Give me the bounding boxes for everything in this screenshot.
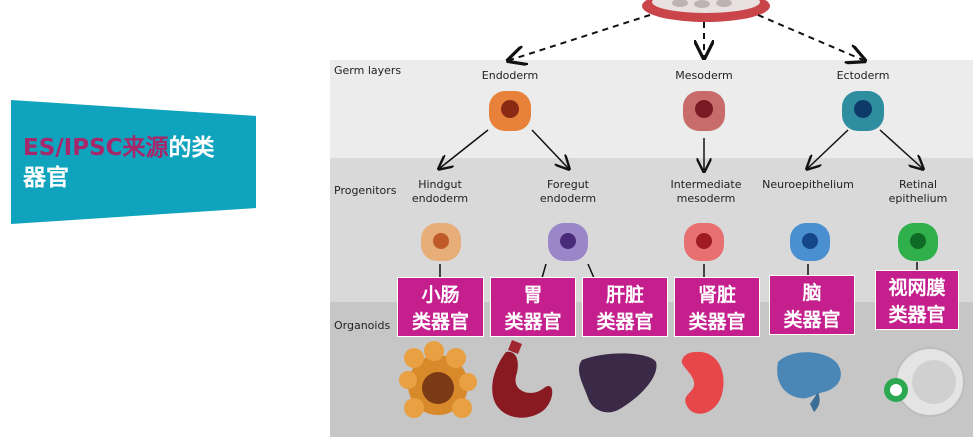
germ-layer-label-ectoderm: Ectoderm [836,69,890,82]
culture-dish-icon [642,0,770,22]
solid-arrows [440,129,922,279]
progenitor-label-line2: mesoderm [676,192,736,205]
organoid-label-line1: 肾脏 [697,284,736,306]
title-banner: ES/IPSC来源的类 器官 [11,100,256,224]
row-label-germ-layers: Germ layers [334,64,402,77]
banner-title: ES/IPSC来源的类 器官 [23,133,215,193]
organoid-label-retina: 视网膜 类器官 [875,270,959,330]
progenitor-label-line1: Retinal [898,178,938,191]
progenitor-label-retinal-epithelium: Retinal epithelium [889,178,948,206]
arrows-layer [399,0,965,418]
organoid-label-brain: 脑 类器官 [769,275,855,335]
row-label-progenitors: Progenitors [334,184,397,197]
progenitor-label-hindgut: Hindgut endoderm [412,178,468,206]
ectoderm-cell-icon [842,91,884,131]
dashed-arrows [510,14,863,60]
kidney-icon [681,351,724,414]
mesoderm-cell-icon [683,91,725,131]
germ-layer-label-mesoderm: Mesoderm [675,69,733,82]
organoid-label-line2: 类器官 [688,311,746,333]
progenitor-label-line2: endoderm [539,192,597,205]
organoid-label-liver: 肝脏 类器官 [582,277,668,337]
organoid-label-intestine: 小肠 类器官 [397,277,484,337]
foregut-cell-icon [548,223,588,261]
organoid-label-line1: 小肠 [421,284,460,306]
progenitor-label-line2: epithelium [888,192,948,205]
organoid-label-stomach: 胃 类器官 [490,277,576,337]
hindgut-cell-icon [421,223,461,261]
banner-title-accent: ES/IPSC来源 [23,135,169,161]
row-label-organoids: Organoids [334,319,391,332]
progenitor-label-foregut: Foregut endoderm [540,178,596,206]
organoid-label-line1: 脑 [802,282,822,304]
organoid-label-line1: 胃 [523,284,543,306]
organoid-label-line1: 视网膜 [888,277,946,299]
organoid-label-line2: 类器官 [504,311,562,333]
banner-title-rest: 的类 [168,135,215,161]
progenitor-label-neuroepithelium: Neuroepithelium [762,178,854,192]
stomach-icon [492,340,553,418]
neuroepithelium-cell-icon [790,223,830,261]
progenitor-label-line1: Foregut [547,178,589,191]
differentiation-diagram: Germ layers Progenitors Organoids [330,0,973,437]
organoid-label-line2: 类器官 [596,311,654,333]
organoid-label-line2: 类器官 [888,304,946,326]
progenitor-label-line1: Intermediate [670,178,742,191]
germ-layer-label-endoderm: Endoderm [481,69,539,82]
intestine-icon [399,341,477,418]
progenitor-label-intermediate-mesoderm: Intermediate mesoderm [671,178,742,206]
organoid-label-line1: 肝脏 [605,284,644,306]
retinal-cell-icon [898,223,938,261]
progenitor-label-line1: Neuroepithelium [762,178,854,191]
brain-icon [777,352,841,412]
eye-icon [884,347,965,417]
progenitor-label-line2: endoderm [411,192,469,205]
endoderm-cell-icon [489,91,531,131]
banner-shape [11,100,256,224]
organoid-label-line2: 类器官 [783,309,841,331]
progenitor-label-line1: Hindgut [418,178,462,191]
intermediate-mesoderm-cell-icon [684,223,724,261]
organoid-label-kidney: 肾脏 类器官 [674,277,760,337]
liver-icon [578,353,657,413]
organoid-label-line2: 类器官 [411,311,469,333]
banner-title-line2: 器官 [23,165,69,191]
